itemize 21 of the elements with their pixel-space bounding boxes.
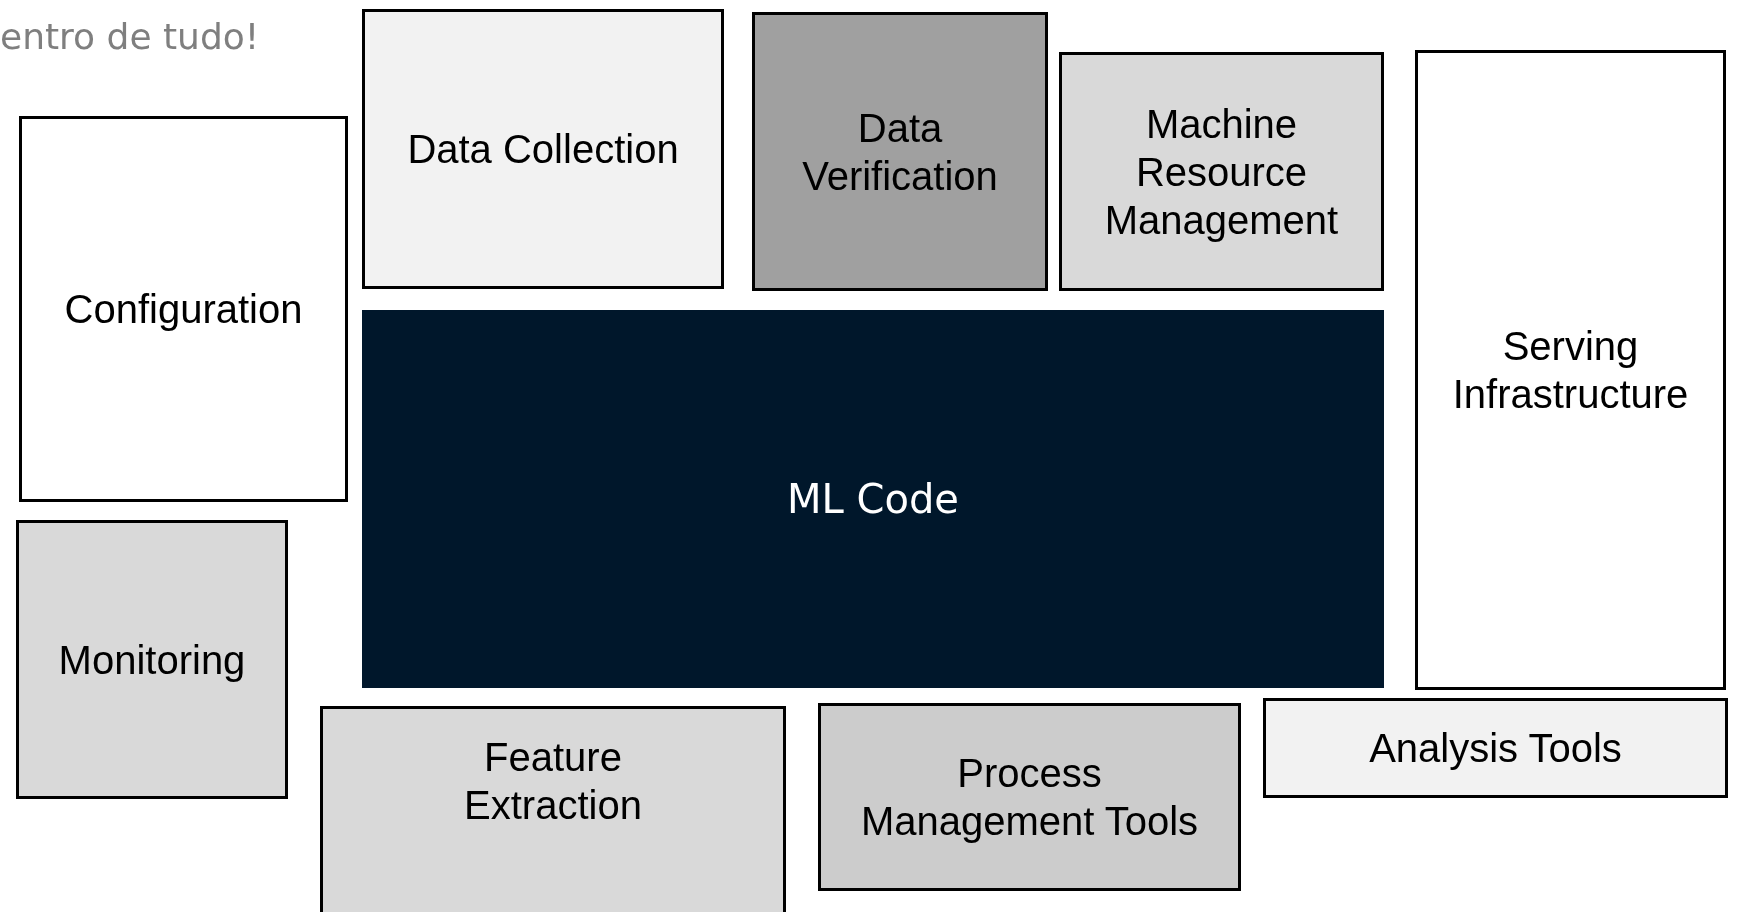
box-label: Machine Resource Management: [1103, 100, 1340, 244]
box-label: ML Code: [787, 475, 959, 523]
box-label: Data Collection: [407, 126, 679, 173]
box-label: Data Verification: [801, 104, 999, 200]
heading-fragment: entro de tudo!: [0, 16, 260, 57]
box-label: Feature Extraction: [463, 734, 643, 829]
component-box: [1415, 50, 1726, 690]
box-label: Monitoring: [58, 636, 246, 684]
component-box: [1059, 52, 1384, 291]
component-box: [19, 116, 348, 502]
component-box: [320, 706, 786, 912]
box-label: Configuration: [64, 286, 303, 333]
box-label: Process Management Tools: [859, 750, 1200, 845]
component-box: [752, 12, 1048, 291]
component-box: [818, 703, 1241, 891]
box-label: Serving Infrastructure: [1451, 323, 1690, 418]
component-box: [16, 520, 288, 799]
dark-box: [362, 310, 1384, 688]
box-label: Analysis Tools: [1369, 725, 1622, 772]
component-box: [362, 9, 724, 289]
component-box: [1263, 698, 1728, 798]
